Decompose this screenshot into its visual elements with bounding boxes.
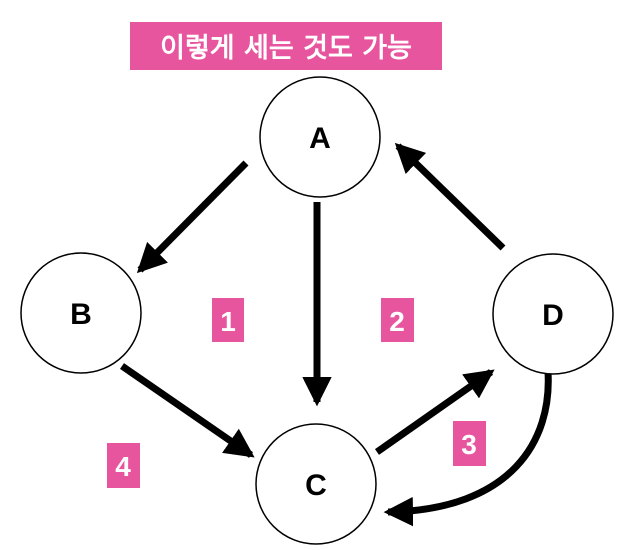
edge-d-to-c (383, 371, 552, 527)
region-badge-1-background (212, 298, 244, 342)
region-badge-4: 4 (107, 443, 140, 488)
node-d-circle (492, 253, 614, 375)
title-text: 이렇게 세는 것도 가능 (160, 33, 412, 64)
title-banner-background (130, 22, 442, 70)
region-badge-4-text: 4 (115, 451, 131, 482)
edges (120, 142, 552, 527)
title-banner: 이렇게 세는 것도 가능 (130, 22, 442, 70)
region-badge-1-text: 1 (220, 306, 236, 337)
node-c-circle (255, 423, 377, 545)
node-a-circle (259, 76, 381, 198)
region-badge-3: 3 (453, 421, 486, 466)
region-badge-2: 2 (381, 298, 414, 342)
region-badge-2-background (381, 298, 414, 342)
region-badge-2-text: 2 (389, 306, 405, 337)
node-a-label: A (309, 122, 331, 155)
node-b: B (20, 252, 142, 374)
edge-b-to-c (120, 363, 255, 458)
node-c-label: C (305, 469, 327, 502)
region-badge-1: 1 (212, 298, 244, 342)
edge-c-to-d (374, 369, 495, 455)
region-badge-3-text: 3 (461, 429, 477, 460)
node-d-label: D (542, 299, 564, 332)
node-d: D (492, 253, 614, 375)
node-a: A (259, 76, 381, 198)
node-c: C (255, 423, 377, 545)
node-b-circle (20, 252, 142, 374)
edge-a-to-b (136, 160, 249, 274)
region-badge-3-background (453, 421, 486, 466)
node-b-label: B (70, 298, 92, 331)
edge-d-to-a (394, 142, 506, 251)
region-badge-4-background (107, 443, 140, 488)
